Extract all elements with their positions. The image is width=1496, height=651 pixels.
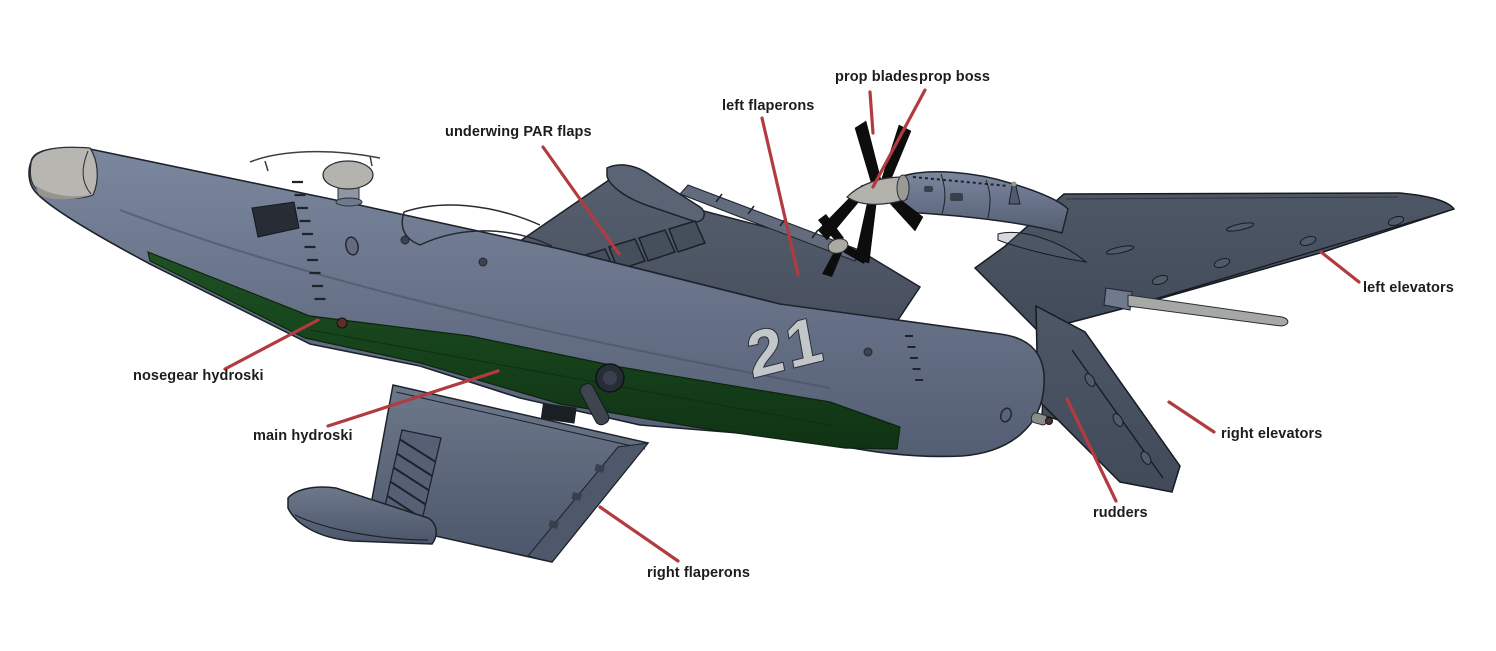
porthole-dot-2 bbox=[478, 257, 488, 267]
porthole-tail bbox=[999, 407, 1013, 423]
right-wingtip-float-keel bbox=[294, 514, 429, 541]
left-stabilizer-leading-line bbox=[1065, 196, 1399, 200]
nose-radome-shadow bbox=[35, 185, 92, 200]
porthole-dot-3 bbox=[863, 347, 873, 357]
left-elevator-hinge-line bbox=[1154, 210, 1449, 300]
porthole-oval bbox=[345, 236, 359, 256]
far-prop-spinner bbox=[827, 238, 849, 254]
nacelle-vent-2 bbox=[950, 193, 963, 201]
nacelle-antenna-mast bbox=[1008, 185, 1021, 205]
right-flaperons-band bbox=[527, 442, 650, 563]
side-recess bbox=[251, 201, 300, 238]
fuselage: 21 bbox=[28, 146, 1053, 458]
engine-nacelle bbox=[902, 171, 1069, 234]
tail-boom bbox=[1103, 287, 1289, 327]
tail-right-stabilizer bbox=[1035, 304, 1181, 493]
nose-radome-seam bbox=[82, 150, 92, 195]
hull-shadow-line bbox=[119, 209, 831, 389]
hull-belly bbox=[147, 251, 901, 450]
right-stabilizer-surface bbox=[1035, 304, 1181, 493]
nose-antenna-frame bbox=[249, 150, 381, 172]
right-wingtip-float bbox=[287, 486, 437, 545]
right-wing bbox=[287, 384, 650, 563]
right-flaperon-hinges bbox=[548, 463, 605, 529]
right-wing-hatch-lines bbox=[386, 438, 437, 520]
tail-boom-probe bbox=[1127, 294, 1289, 327]
tail-boom-root bbox=[1103, 287, 1133, 311]
belly-corrugated-duct bbox=[579, 383, 610, 426]
canopy-frame bbox=[401, 204, 553, 247]
nacelle-spine bbox=[912, 176, 1009, 187]
nacelle-body bbox=[902, 171, 1069, 234]
front-ladder bbox=[292, 180, 326, 301]
nosegear-attachment bbox=[336, 317, 348, 329]
porthole-dot-1 bbox=[400, 235, 410, 245]
spinner-base bbox=[896, 174, 910, 202]
belly-seam bbox=[309, 329, 831, 426]
belly-grille bbox=[540, 403, 577, 424]
stabilizer-root-fairing bbox=[997, 231, 1088, 263]
main-hydroski-port-inner bbox=[603, 371, 617, 385]
rear-ladder bbox=[905, 335, 923, 381]
belly-green-band bbox=[147, 251, 901, 450]
tail-left-stabilizer bbox=[973, 192, 1456, 332]
nacelle-vent bbox=[924, 186, 933, 192]
nacelle-antenna-tip bbox=[1011, 181, 1017, 187]
tail-bumper-cap bbox=[1045, 417, 1053, 425]
left-elevator-actuators bbox=[1105, 215, 1405, 286]
left-stabilizer-surface bbox=[973, 192, 1456, 332]
observation-dome bbox=[322, 160, 374, 207]
